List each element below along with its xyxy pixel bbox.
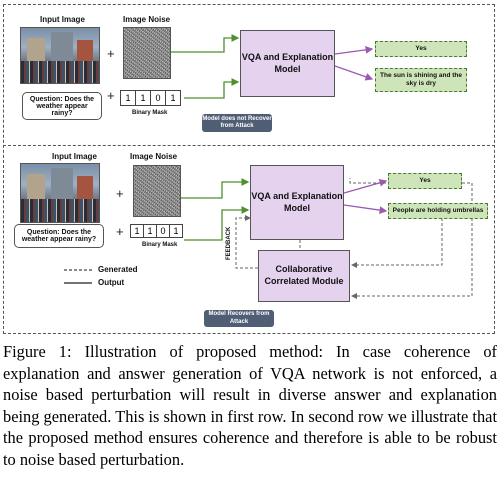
row2-question-box: Question: Does the weather appear rainy? xyxy=(14,224,104,248)
figure-caption: Figure 1: Illustration of proposed metho… xyxy=(3,342,497,469)
row1-input-image xyxy=(20,27,100,84)
mask-bit: 1 xyxy=(169,224,183,238)
legend-generated-text: Generated xyxy=(98,265,138,274)
feedback-label: FEEDBACK xyxy=(226,226,232,260)
collaborative-correlated-module: Collaborative Correlated Module xyxy=(258,250,350,302)
mask-bit: 1 xyxy=(165,90,181,106)
row2-mask-arrow xyxy=(184,206,250,241)
mask-bit: 0 xyxy=(156,224,170,238)
row1-mask-arrow xyxy=(184,78,240,99)
mask-bit: 1 xyxy=(135,90,151,106)
row1-plus-2: + xyxy=(107,88,115,103)
generated-path-3 xyxy=(351,182,473,299)
row1-noise-label: Image Noise xyxy=(123,15,171,24)
row1-input-label: Input Image xyxy=(40,15,85,24)
row1-noise-arrow xyxy=(169,34,240,53)
row1-answer-arrow xyxy=(334,46,374,55)
feedback-path xyxy=(235,215,258,269)
row2-input-image xyxy=(20,163,100,223)
row1-explanation-arrow xyxy=(334,65,374,81)
row1-answer-output: Yes xyxy=(375,41,467,57)
mask-bit: 1 xyxy=(130,224,144,238)
row2-explanation-arrow xyxy=(343,204,388,214)
row1-explanation-output: The sun is shining and the sky is dry xyxy=(375,68,467,92)
row2-noise-label: Image Noise xyxy=(130,152,178,161)
row2-explanation-output: People are holding umbrellas xyxy=(388,203,488,219)
row1-mask-label: Binary Mask xyxy=(132,110,168,116)
generated-path-1 xyxy=(349,178,386,184)
row-divider xyxy=(3,145,495,146)
row2-noise-image xyxy=(133,165,181,217)
row1-question-box: Question: Does the weather appear rainy? xyxy=(22,92,102,120)
row2-plus-2: + xyxy=(116,224,124,239)
row2-input-label: Input Image xyxy=(52,152,97,161)
row1-noise-image xyxy=(123,27,171,79)
row1-plus-1: + xyxy=(107,46,115,61)
figure-frame xyxy=(3,4,495,334)
row2-answer-output: Yes xyxy=(388,173,462,189)
row1-binary-mask: 1 1 0 1 xyxy=(120,90,181,106)
row2-vqa-model: VQA and Explanation Model xyxy=(250,165,344,240)
legend-output-text: Output xyxy=(98,278,125,287)
row2-mask-label: Binary Mask xyxy=(142,242,178,248)
row2-binary-mask: 1 1 0 1 xyxy=(130,224,183,238)
row2-plus-1: + xyxy=(116,186,124,201)
connection-arrows xyxy=(64,34,473,299)
row1-status-badge: Model does not Recover from Attack xyxy=(202,114,272,132)
row2-status-badge: Model Recovers from Attack xyxy=(204,310,274,327)
generated-path-2 xyxy=(351,218,443,268)
row2-noise-arrow xyxy=(169,178,250,199)
mask-bit: 1 xyxy=(120,90,136,106)
row1-vqa-model: VQA and Explanation Model xyxy=(240,30,335,97)
mask-bit: 1 xyxy=(143,224,157,238)
mask-bit: 0 xyxy=(150,90,166,106)
